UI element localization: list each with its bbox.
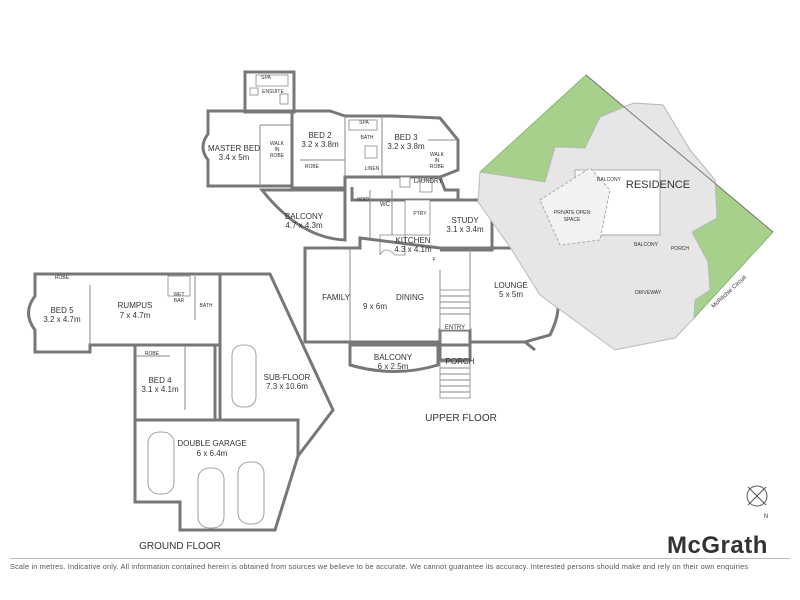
- disclaimer-text: Scale in metres. Indicative only. All in…: [10, 562, 749, 571]
- lounge-label: LOUNGE: [494, 281, 528, 290]
- bed4-label: BED 4: [148, 376, 172, 385]
- balcony-upper-dims: 4.7 x 4.3m: [285, 221, 323, 230]
- car-shapes: [147, 344, 265, 529]
- balcony-lower-dims: 6 x 2.5m: [378, 362, 409, 371]
- bed5-label: BED 5: [50, 306, 74, 315]
- bath-upper-label: BATH: [361, 135, 374, 141]
- bed2-label: BED 2: [308, 131, 332, 140]
- footer-divider: [10, 558, 790, 559]
- rumpus-dims: 7 x 4.7m: [120, 311, 151, 320]
- garage-dims: 6 x 6.4m: [197, 449, 228, 458]
- robe-bed2-label: ROBE: [305, 164, 320, 170]
- walk-in-robe-label-3: ROBE: [270, 153, 285, 159]
- bed2-dims: 3.2 x 3.8m: [301, 140, 339, 149]
- walk-in-robe-small-label-3: ROBE: [430, 164, 445, 170]
- pantry-label: PTRY: [413, 211, 427, 217]
- bed5-dims: 3.2 x 4.7m: [43, 315, 81, 324]
- bed4-dims: 3.1 x 4.1m: [141, 385, 179, 394]
- bed3-dims: 3.2 x 3.8m: [387, 142, 425, 151]
- wet-bar-label-1: WET: [173, 292, 184, 298]
- walk-in-robe-small-label-2: IN: [435, 158, 440, 164]
- walk-in-robe-label-1: WALK: [270, 141, 285, 147]
- walk-in-robe-label-2: IN: [275, 147, 280, 153]
- ensuite-label: ENSUITE: [262, 89, 284, 95]
- f-label: F: [432, 257, 435, 263]
- lounge-dims: 5 x 5m: [499, 290, 523, 299]
- site-balcony-top-label: BALCONY: [597, 177, 622, 183]
- subfloor-dims: 7.3 x 10.6m: [266, 382, 308, 391]
- family-dims: 9 x 6m: [363, 302, 387, 311]
- ground-floor-label: GROUND FLOOR: [139, 541, 221, 552]
- site-plan: [477, 74, 774, 351]
- bath-ground-label: BATH: [200, 303, 213, 309]
- robe-bed5-label: ROBE: [55, 275, 70, 281]
- master-bed-dims: 3.4 x 5m: [219, 153, 250, 162]
- balcony-lower-label: BALCONY: [374, 353, 413, 362]
- compass-icon: [746, 485, 768, 507]
- void-label: VOID: [357, 197, 370, 203]
- ground-floor-plan: [27, 272, 335, 532]
- wc-label: WC: [380, 202, 391, 208]
- balcony-upper-label: BALCONY: [285, 212, 324, 221]
- residence-label: RESIDENCE: [626, 179, 690, 191]
- kitchen-label: KITCHEN: [395, 236, 430, 245]
- site-porch-label: PORCH: [671, 246, 689, 252]
- subfloor-label: SUB-FLOOR: [264, 373, 311, 382]
- kitchen-dims: 4.3 x 4.1m: [394, 245, 432, 254]
- robe-bed4-label: ROBE: [145, 351, 160, 357]
- upper-floor-label: UPPER FLOOR: [425, 413, 497, 424]
- site-balcony-mid-label: BALCONY: [634, 242, 659, 248]
- entry-label: ENTRY: [445, 325, 465, 331]
- study-dims: 3.1 x 3.4m: [446, 225, 484, 234]
- private-open-space-label-2: SPACE: [564, 217, 581, 223]
- spa-bath-label: SPA: [359, 120, 369, 126]
- master-bed-label: MASTER BED: [208, 144, 260, 153]
- bed3-label: BED 3: [394, 133, 418, 142]
- wet-bar-label-2: BAR: [174, 298, 185, 304]
- compass-north-label: N: [764, 514, 768, 520]
- walk-in-robe-small-label-1: WALK: [430, 152, 445, 158]
- spa-label: SPA: [261, 75, 271, 81]
- porch-label: PORCH: [446, 357, 475, 366]
- dining-label: DINING: [396, 293, 424, 302]
- brand-logo: McGrath: [667, 532, 768, 559]
- private-open-space-label-1: PRIVATE OPEN: [554, 210, 591, 216]
- driveway-label: DRIVEWAY: [635, 290, 662, 296]
- laundry-label: LAUNDRY: [414, 179, 443, 185]
- garage-label: DOUBLE GARAGE: [177, 439, 246, 448]
- family-label: FAMILY: [322, 293, 351, 302]
- study-label: STUDY: [451, 216, 479, 225]
- upper-floor-plan: [201, 70, 569, 399]
- rumpus-label: RUMPUS: [118, 301, 153, 310]
- linen-label: LINEN: [365, 166, 380, 172]
